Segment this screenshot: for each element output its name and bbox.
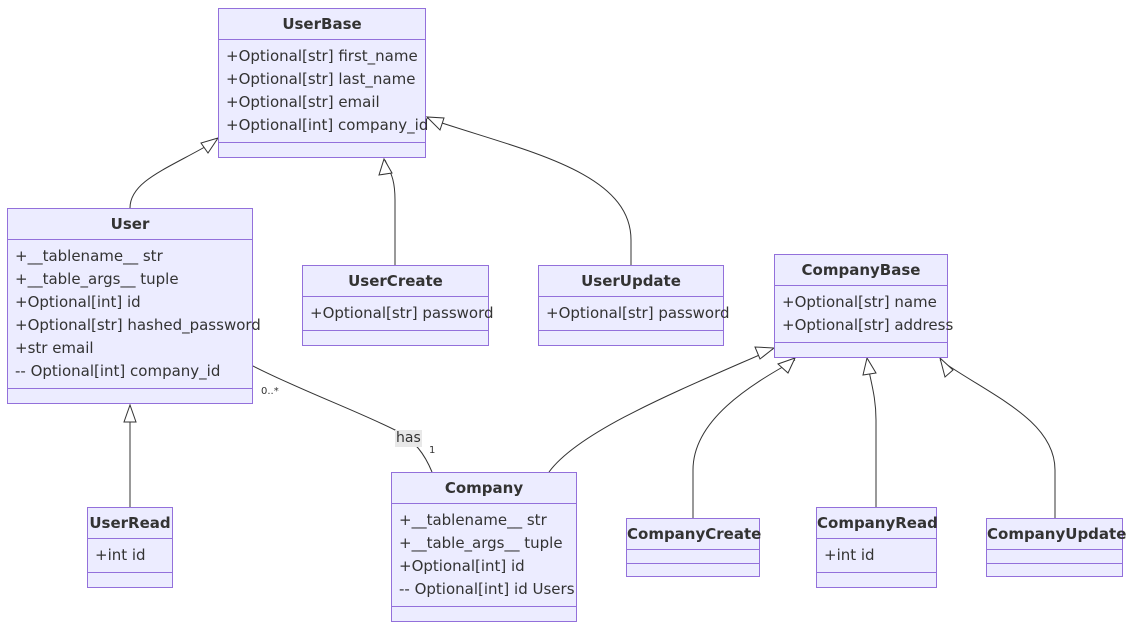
class-attributes bbox=[627, 550, 759, 564]
attribute: +Optional[str] email bbox=[226, 93, 380, 111]
class-attributes: +int id bbox=[817, 539, 936, 573]
arrowhead-userread-user bbox=[123, 403, 137, 423]
class-name: User bbox=[8, 209, 252, 240]
class-company[interactable]: Company +__tablename__ str +__table_args… bbox=[391, 472, 577, 622]
arrowhead-user-userbase bbox=[200, 137, 220, 154]
edge-companyread-inherits-companybase bbox=[866, 359, 877, 507]
edge-company-inherits-companybase bbox=[548, 348, 774, 473]
class-companyread[interactable]: CompanyRead +int id bbox=[816, 507, 938, 588]
attribute: +Optional[int] company_id bbox=[226, 116, 429, 134]
class-methods bbox=[88, 573, 172, 583]
class-attributes: +Optional[str] name +Optional[str] addre… bbox=[775, 286, 954, 343]
attribute: +str email bbox=[15, 339, 94, 357]
arrowhead-companyread-companybase bbox=[862, 356, 877, 376]
class-attributes: +Optional[str] password bbox=[539, 297, 730, 331]
edge-user-inherits-userbase bbox=[129, 139, 218, 209]
class-usercreate[interactable]: UserCreate +Optional[str] password bbox=[302, 265, 494, 346]
class-methods bbox=[627, 564, 759, 574]
class-methods bbox=[775, 343, 947, 353]
attribute: +Optional[int] id bbox=[15, 293, 141, 311]
class-attributes: +Optional[str] password bbox=[303, 297, 494, 331]
class-attributes: +Optional[str] first_name +Optional[str]… bbox=[219, 40, 429, 143]
class-methods bbox=[219, 143, 425, 153]
attribute: +__table_args__ tuple bbox=[399, 534, 563, 552]
attribute: +Optional[str] hashed_password bbox=[15, 316, 261, 334]
attribute: +Optional[str] password bbox=[546, 304, 730, 322]
class-userupdate[interactable]: UserUpdate +Optional[str] password bbox=[538, 265, 730, 346]
class-companycreate[interactable]: CompanyCreate bbox=[626, 518, 761, 577]
edge-userupdate-inherits-userbase bbox=[426, 117, 632, 265]
class-name: CompanyBase bbox=[775, 255, 947, 286]
class-attributes bbox=[987, 550, 1122, 564]
class-methods bbox=[539, 331, 723, 341]
edge-companycreate-inherits-companybase bbox=[692, 359, 796, 518]
association-label: has bbox=[395, 430, 422, 447]
class-companybase[interactable]: CompanyBase +Optional[str] name +Optiona… bbox=[774, 254, 954, 358]
class-user[interactable]: User +__tablename__ str +__table_args__ … bbox=[7, 208, 261, 404]
arrowhead-companyupdate-companybase bbox=[939, 356, 954, 378]
arrowhead-company-companybase bbox=[754, 346, 776, 360]
attribute: +Optional[str] first_name bbox=[226, 47, 418, 65]
class-methods bbox=[817, 573, 936, 583]
attribute: +int id bbox=[824, 546, 875, 564]
attribute: +int id bbox=[95, 546, 146, 564]
attribute: +Optional[str] last_name bbox=[226, 70, 416, 88]
class-methods bbox=[8, 389, 252, 399]
attribute: -- Optional[int] id Users bbox=[399, 580, 575, 598]
arrowhead-usercreate-userbase bbox=[378, 157, 393, 176]
class-name: CompanyCreate bbox=[627, 519, 761, 550]
attribute: +Optional[str] password bbox=[310, 304, 494, 322]
class-userread[interactable]: UserRead +int id bbox=[87, 507, 173, 588]
class-name: CompanyRead bbox=[817, 508, 938, 539]
attribute: +Optional[int] id bbox=[399, 557, 525, 575]
multiplicity-user-end: 0..* bbox=[261, 386, 279, 397]
class-methods bbox=[303, 331, 488, 341]
attribute: +__table_args__ tuple bbox=[15, 270, 179, 288]
attribute: +__tablename__ str bbox=[15, 247, 163, 265]
class-attributes: +int id bbox=[88, 539, 172, 573]
edge-usercreate-inherits-userbase bbox=[384, 159, 396, 265]
class-companyupdate[interactable]: CompanyUpdate bbox=[986, 518, 1126, 577]
edge-user-has-company bbox=[252, 365, 433, 473]
attribute: +__tablename__ str bbox=[399, 511, 547, 529]
attribute: -- Optional[int] company_id bbox=[15, 362, 221, 380]
class-methods bbox=[987, 564, 1122, 574]
multiplicity-company-end: 1 bbox=[429, 445, 436, 456]
class-attributes: +__tablename__ str +__table_args__ tuple… bbox=[8, 240, 261, 389]
class-name: UserRead bbox=[88, 508, 172, 539]
edge-companyupdate-inherits-companybase bbox=[939, 359, 1056, 518]
class-methods bbox=[392, 607, 576, 617]
arrowhead-userupdate-userbase bbox=[425, 116, 445, 131]
arrowhead-companycreate-companybase bbox=[777, 357, 796, 374]
class-name: UserBase bbox=[219, 9, 425, 40]
class-name: CompanyUpdate bbox=[987, 519, 1126, 550]
attribute: +Optional[str] address bbox=[782, 316, 954, 334]
class-name: UserUpdate bbox=[539, 266, 723, 297]
class-userbase[interactable]: UserBase +Optional[str] first_name +Opti… bbox=[218, 8, 429, 158]
class-name: UserCreate bbox=[303, 266, 488, 297]
class-name: Company bbox=[392, 473, 576, 504]
attribute: +Optional[str] name bbox=[782, 293, 937, 311]
class-attributes: +__tablename__ str +__table_args__ tuple… bbox=[392, 504, 576, 607]
